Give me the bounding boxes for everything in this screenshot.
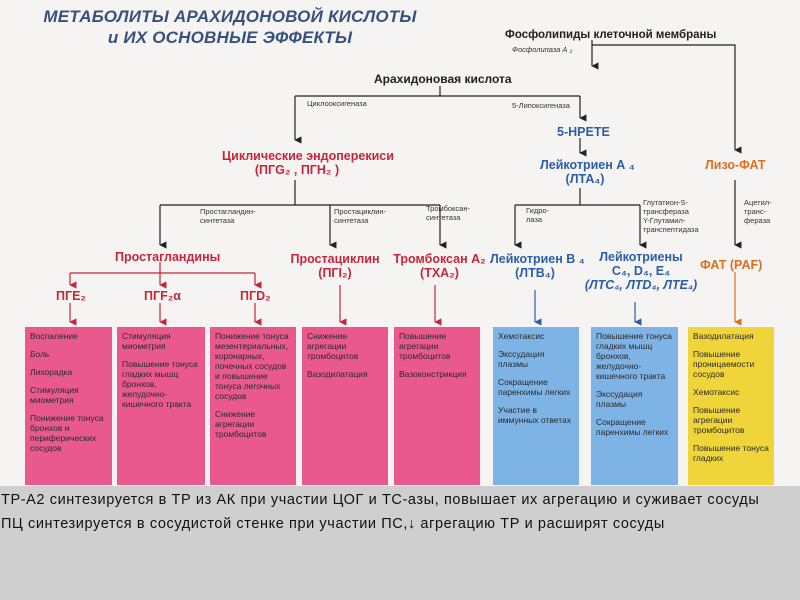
enzyme-hydrolase-line-2: лаза <box>526 215 543 224</box>
enzyme-gst-line-2: трансфераза <box>643 207 689 216</box>
node-ltc4-line-1: Лейкотриены <box>599 250 683 264</box>
effects-box-pgd2: Понижение тонуса мезентериальных, корона… <box>210 327 296 485</box>
effects-box-ltc4: Повышение тонуса гладких мышц бронхов, ж… <box>591 327 678 485</box>
node-pge2: ПГЕ₂ <box>56 289 86 303</box>
node-ltb4-line-2: (ЛТВ₄) <box>515 266 555 280</box>
enzyme-tx-synthetase-line-2: синтетаза <box>426 213 461 222</box>
effect-item: Вазодилатация <box>307 369 368 379</box>
node-pgd2: ПГD₂ <box>240 289 271 303</box>
node-lyso-paf: Лизо-ФАТ <box>705 158 766 172</box>
effect-item: Сокращение паренхимы легких <box>596 417 669 437</box>
node-5-hpete: 5-НРЕТЕ <box>557 125 610 139</box>
node-lta4-line-1: Лейкотриен А ₄ <box>540 158 635 172</box>
enzyme-pg-synthetase-line-2: синтетаза <box>200 216 235 225</box>
enzyme-ggt-line-2: транспептидаза <box>643 225 699 234</box>
node-ltc4-line-3: (ЛТС₄, ЛТD₄, ЛТЕ₄) <box>584 278 698 292</box>
diagram-title: МЕТАБОЛИТЫ АРАХИДОНОВОЙ КИСЛОТЫ и ИХ ОСН… <box>15 6 445 48</box>
effect-item: Сокращение паренхимы легких <box>498 377 571 397</box>
enzyme-hydrolase-line-1: Гидро- <box>526 206 550 215</box>
enzyme-pg-synthetase-line-1: Простагландин- <box>200 207 256 216</box>
enzyme-tx-synthetase-line-1: Тромбоксан- <box>426 204 470 213</box>
effect-item: Хемотаксис <box>498 331 545 341</box>
node-thromboxane-line-2: (ТХА₂) <box>420 266 459 280</box>
enzyme-lipoxygenase: 5-Липоксигеназа <box>512 101 570 110</box>
node-ltc4-line-2: C₄, D₄, E₄ <box>611 264 671 278</box>
enzyme-gst-line-1: Глутатион-S- <box>643 198 689 207</box>
effect-item: Участие в иммунных ответах <box>498 405 571 425</box>
node-pgf2a: ПГF₂α <box>144 289 181 303</box>
node-lta4: Лейкотриен А ₄ (ЛТА₄) <box>540 158 635 186</box>
effect-item: Понижение тонуса мезентериальных, корона… <box>215 331 289 401</box>
caption-paragraph-2: ПЦ синтезируется в сосудистой стенке при… <box>1 516 665 532</box>
enzyme-cyclooxygenase: Циклооксигеназа <box>307 99 367 108</box>
node-lta4-line-2: (ЛТА₄) <box>565 172 605 186</box>
effect-item: Экссудация плазмы <box>498 349 545 369</box>
title-line-1: МЕТАБОЛИТЫ АРАХИДОНОВОЙ КИСЛОТЫ <box>43 7 417 26</box>
effect-item: Снижение агрегации тромбоцитов <box>307 331 359 361</box>
caption-paragraph-1: ТР-А2 синтезируется в ТР из АК при участ… <box>1 492 760 508</box>
effect-item: Вазодилатация <box>693 331 754 341</box>
node-prostaglandins: Простагландины <box>115 250 221 264</box>
caption-panel: ТР-А2 синтезируется в ТР из АК при участ… <box>0 486 800 600</box>
node-arachidonic-acid: Арахидоновая кислота <box>374 72 512 86</box>
enzyme-ggt-line-1: Y-Глутамил- <box>643 216 686 225</box>
effect-item: Повышение тонуса гладких мышц бронхов, ж… <box>122 359 198 409</box>
effect-item: Лихорадка <box>30 367 73 377</box>
enzyme-pc-synthetase-line-1: Простациклин- <box>334 207 387 216</box>
enzyme-pc-synthetase: Простациклин- синтетаза <box>334 207 386 225</box>
node-endoperoxides-line-1: Циклические эндоперекиси <box>222 149 394 163</box>
effect-item: Вазоконстрикция <box>399 369 467 379</box>
node-paf: ФАТ (PAF) <box>700 258 763 272</box>
enzyme-acetyltransferase: Ацетил- транс- фераза <box>744 198 772 225</box>
connector-lines <box>69 40 742 326</box>
effect-item: Повышение тонуса гладких мышц бронхов, ж… <box>596 331 672 381</box>
enzyme-acetyl-line-3: фераза <box>744 216 771 225</box>
node-ltc4: Лейкотриены C₄, D₄, E₄ (ЛТС₄, ЛТD₄, ЛТЕ₄… <box>582 250 700 292</box>
enzyme-hydrolase: Гидро- лаза <box>526 206 549 224</box>
enzyme-acetyl-line-1: Ацетил- <box>744 198 772 207</box>
enzyme-acetyl-line-2: транс- <box>744 207 767 216</box>
effect-item: Экссудация плазмы <box>596 389 643 409</box>
node-ltb4-line-1: Лейкотриен В ₄ <box>490 252 585 266</box>
effect-item: Повышение тонуса гладких <box>693 443 769 463</box>
node-prostacyclin-line-2: (ПГI₂) <box>318 266 352 280</box>
effect-item: Повышение агрегации тромбоцитов <box>693 405 745 435</box>
diagram: МЕТАБОЛИТЫ АРАХИДОНОВОЙ КИСЛОТЫ и ИХ ОСН… <box>15 6 774 485</box>
effect-item: Повышение агрегации тромбоцитов <box>399 331 451 361</box>
effect-item: Хемотаксис <box>693 387 740 397</box>
enzyme-tx-synthetase: Тромбоксан- синтетаза <box>426 204 470 222</box>
node-endoperoxides: Циклические эндоперекиси (ПГG₂ , ПГН₂ ) <box>222 149 394 177</box>
enzyme-phospholipase: Фосфолипаза А ₂ <box>512 45 573 54</box>
node-endoperoxides-line-2: (ПГG₂ , ПГН₂ ) <box>254 163 340 177</box>
enzyme-gst: Глутатион-S- трансфераза Y-Глутамил- тра… <box>643 198 699 234</box>
enzyme-pc-synthetase-line-2: синтетаза <box>334 216 369 225</box>
node-thromboxane: Тромбоксан А₂ (ТХА₂) <box>392 252 487 280</box>
node-phospholipids: Фосфолипиды клеточной мембраны <box>505 29 717 41</box>
effect-item: Боль <box>30 349 50 359</box>
effect-item: Понижение тонуса бронхов и периферически… <box>30 413 104 453</box>
node-prostacyclin: Простациклин (ПГI₂) <box>290 252 380 280</box>
title-line-2: и ИХ ОСНОВНЫЕ ЭФФЕКТЫ <box>107 28 353 47</box>
node-prostacyclin-line-1: Простациклин <box>290 252 380 266</box>
effect-item: Снижение агрегации тромбоцитов <box>215 409 267 439</box>
effect-item: Стимуляция миометрия <box>30 385 79 405</box>
enzyme-pg-synthetase: Простагландин- синтетаза <box>200 207 255 225</box>
node-ltb4: Лейкотриен В ₄ (ЛТВ₄) <box>490 252 585 280</box>
effect-item: Воспаление <box>30 331 78 341</box>
node-thromboxane-line-1: Тромбоксан А₂ <box>393 252 486 266</box>
effect-item: Стимуляция миометрия <box>122 331 171 351</box>
effect-item: Повышение проницаемости сосудов <box>693 349 755 379</box>
